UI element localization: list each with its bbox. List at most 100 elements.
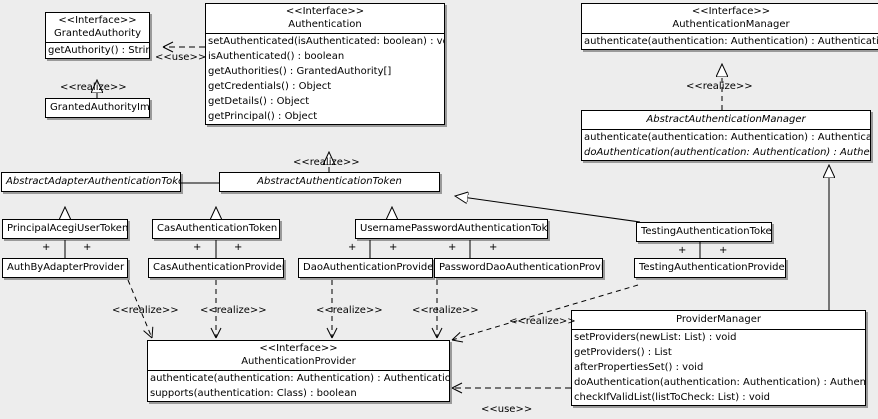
class-name: GrantedAuthority [53,28,142,39]
class-header: TestingAuthenticationToken [637,223,771,241]
class-name: TestingAuthenticationProvider [639,262,786,273]
class-name: CasAuthenticationProvider [153,262,284,273]
class-header: ProviderManager [572,311,865,329]
class-name: CasAuthenticationToken [157,223,278,234]
class-provider-manager[interactable]: ProviderManager setProviders(newList: Li… [571,310,866,406]
member-item: checkIfValidList(listToCheck: List) : vo… [574,392,771,403]
member-list: authenticate(authentication: Authenticat… [582,33,878,49]
association-marker-plus: + [42,242,51,253]
class-name: PasswordDaoAuthenticationProvider [439,262,603,273]
class-password-dao-authentication-provider[interactable]: PasswordDaoAuthenticationProvider [434,258,603,278]
class-name: AbstractAdapterAuthenticationToken [6,176,181,187]
class-name: ProviderManager [675,314,761,325]
class-dao-authentication-provider[interactable]: DaoAuthenticationProvider [298,258,433,278]
member-list: getAuthority() : String [46,42,149,58]
class-name: Authentication [288,19,362,30]
stereotype-label: <<Interface>> [285,6,365,17]
class-name: DaoAuthenticationProvider [303,262,433,273]
member-item: getProviders() : List [574,347,672,358]
edge-label-realize-testing-provider: <<realize>> [509,316,576,327]
edge-label-use-granted-authority: <<use>> [155,52,207,63]
member-item: getDetails() : Object [208,96,310,107]
class-name: AbstractAuthenticationToken [257,176,402,187]
class-abstract-authentication-token[interactable]: AbstractAuthenticationToken [219,172,440,192]
member-list: authenticate(authentication: Authenticat… [582,129,870,160]
class-header: <<Interface>> GrantedAuthority [46,13,149,42]
class-abstract-authentication-manager[interactable]: AbstractAuthenticationManager authentica… [581,110,871,161]
member-item: setAuthenticated(isAuthenticated: boolea… [208,36,445,47]
class-header: CasAuthenticationProvider [149,259,283,277]
member-item: isAuthenticated() : boolean [208,51,345,62]
class-name: TestingAuthenticationToken [641,226,772,237]
association-marker-plus: + [348,242,357,253]
edge-label-realize-granted-authority-impl: <<realize>> [60,82,127,93]
association-marker-plus: + [234,242,243,253]
member-item: doAuthentication(authentication: Authent… [574,377,866,388]
member-item: authenticate(authentication: Authenticat… [584,132,871,143]
member-item: doAuthentication(authentication: Authent… [584,147,870,158]
class-header: UsernamePasswordAuthenticationToken [356,220,547,238]
class-name: PrincipalAcegiUserToken [7,223,128,234]
edge-label-realize-dao-provider: <<realize>> [316,305,383,316]
member-item: authenticate(authentication: Authenticat… [150,373,450,384]
class-header: <<Interface>> Authentication [206,4,444,33]
class-header: PasswordDaoAuthenticationProvider [435,259,602,277]
class-name: AuthByAdapterProvider [7,262,125,273]
stereotype-label: <<Interface>> [691,6,771,17]
class-header: GrantedAuthorityImpl [46,99,149,117]
association-marker-plus: + [719,245,728,256]
association-marker-plus: + [489,242,498,253]
member-item: setProviders(newList: List) : void [574,332,737,343]
class-abstract-adapter-authentication-token[interactable]: AbstractAdapterAuthenticationToken [1,172,181,192]
class-header: CasAuthenticationToken [153,220,279,238]
class-username-password-authentication-token[interactable]: UsernamePasswordAuthenticationToken [355,219,548,239]
edge-label-realize-abstract-authentication-manager: <<realize>> [686,81,753,92]
class-header: <<Interface>> AuthenticationManager [582,4,878,33]
member-item: getCredentials() : Object [208,81,332,92]
class-name: AbstractAuthenticationManager [646,114,806,125]
class-cas-authentication-provider[interactable]: CasAuthenticationProvider [148,258,284,278]
class-granted-authority[interactable]: <<Interface>> GrantedAuthority getAuthor… [45,12,150,59]
class-testing-authentication-provider[interactable]: TestingAuthenticationProvider [634,258,786,278]
association-marker-plus: + [448,242,457,253]
edge-label-use-provider-manager: <<use>> [481,404,533,415]
class-authentication[interactable]: <<Interface>> Authentication setAuthenti… [205,3,445,125]
edge-label-realize-auth-by-adapter: <<realize>> [112,305,179,316]
class-name: GrantedAuthorityImpl [50,102,150,113]
class-cas-authentication-token[interactable]: CasAuthenticationToken [152,219,280,239]
edge-label-realize-cas-provider: <<realize>> [200,305,267,316]
association-marker-plus: + [193,242,202,253]
member-item: authenticate(authentication: Authenticat… [584,36,878,47]
member-list: setAuthenticated(isAuthenticated: boolea… [206,33,444,124]
class-header: AbstractAuthenticationManager [582,111,870,129]
association-marker-plus: + [678,245,687,256]
class-header: PrincipalAcegiUserToken [3,220,127,238]
member-list: setProviders(newList: List) : void getPr… [572,329,865,405]
edge-label-realize-password-dao-provider: <<realize>> [412,305,479,316]
member-item: getAuthorities() : GrantedAuthority[] [208,66,392,77]
class-header: TestingAuthenticationProvider [635,259,785,277]
class-auth-by-adapter-provider[interactable]: AuthByAdapterProvider [2,258,128,278]
class-principal-acegi-user-token[interactable]: PrincipalAcegiUserToken [2,219,128,239]
class-header: AbstractAdapterAuthenticationToken [2,173,180,191]
class-granted-authority-impl[interactable]: GrantedAuthorityImpl [45,98,150,118]
class-header: <<Interface>> AuthenticationProvider [148,341,449,370]
association-marker-plus: + [389,242,398,253]
class-header: DaoAuthenticationProvider [299,259,432,277]
edge-label-realize-abstract-authentication-token: <<realize>> [293,157,360,168]
class-header: AbstractAuthenticationToken [220,173,439,191]
stereotype-label: <<Interface>> [259,343,338,354]
association-marker-plus: + [83,242,92,253]
member-item: getAuthority() : String [48,45,150,56]
member-list: authenticate(authentication: Authenticat… [148,370,449,401]
stereotype-label: <<Interface>> [58,15,137,26]
class-name: UsernamePasswordAuthenticationToken [360,223,548,234]
class-testing-authentication-token[interactable]: TestingAuthenticationToken [636,222,772,242]
member-item: supports(authentication: Class) : boolea… [150,388,357,399]
member-item: afterPropertiesSet() : void [574,362,704,373]
member-item: getPrincipal() : Object [208,111,318,122]
class-header: AuthByAdapterProvider [3,259,127,277]
class-authentication-manager[interactable]: <<Interface>> AuthenticationManager auth… [581,3,878,50]
class-authentication-provider[interactable]: <<Interface>> AuthenticationProvider aut… [147,340,450,402]
